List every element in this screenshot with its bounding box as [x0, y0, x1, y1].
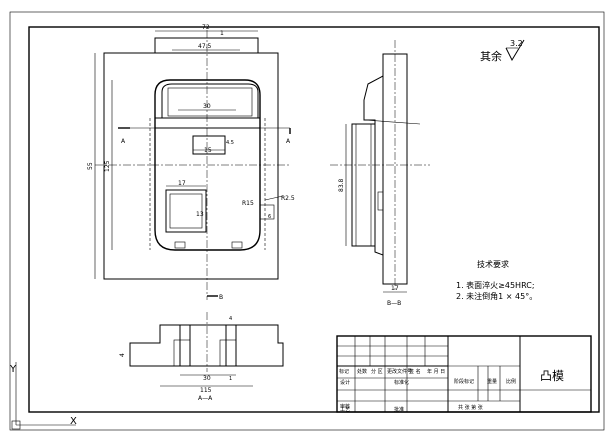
dim-slot-height: 4.5 — [226, 140, 234, 146]
punch-body — [154, 79, 261, 251]
svg-text:签 名: 签 名 — [409, 368, 421, 375]
dim-section-right: 4 — [229, 316, 232, 322]
svg-text:标准化: 标准化 — [394, 379, 409, 386]
dim-radius-small: R15 — [242, 200, 254, 207]
svg-text:R15: R15 — [242, 200, 254, 207]
surface-finish-note: 其余 — [480, 49, 502, 63]
tech-requirements: 技术要求 1. 表面淬火≥45HRC; 2. 未注倒角1 × 45°。 — [456, 259, 537, 301]
svg-text:115: 115 — [200, 387, 212, 394]
title-block: 标记 处数 分 区 更改文件号 签 名 年 月 日 设计 标准化 审核 工艺 批… — [336, 335, 592, 413]
dim-pocket-height: 13 — [196, 211, 204, 218]
svg-text:审核: 审核 — [340, 403, 350, 410]
tech-item-2: 2. 未注倒角1 × 45°。 — [456, 291, 537, 301]
dim-handle-width: 30 — [178, 103, 236, 111]
front-top-tab — [154, 37, 259, 54]
dim-slot-width: 15 — [193, 147, 225, 154]
svg-text:1: 1 — [220, 30, 224, 37]
dim-side-base: 17 — [383, 285, 407, 293]
ucs-icon: Y X — [9, 362, 77, 430]
svg-text:工艺: 工艺 — [340, 407, 350, 413]
front-slot — [192, 135, 226, 155]
svg-text:共 张 第 张: 共 张 第 张 — [458, 404, 483, 411]
dim-pocket-width: 17 — [166, 180, 206, 187]
svg-text:125: 125 — [104, 160, 111, 172]
roughness-symbol: 3.2 — [505, 39, 525, 62]
dim-inner-height: 125 — [104, 80, 113, 250]
svg-text:分 区: 分 区 — [371, 368, 383, 375]
dim-section-bottom-inner: 30 — [180, 374, 236, 382]
section-mark-right: A — [286, 138, 291, 145]
punch-handle-inner — [167, 87, 253, 117]
svg-text:47.5: 47.5 — [198, 43, 212, 50]
svg-text:30: 30 — [203, 375, 211, 382]
dim-section-bottom-overall: 115 — [160, 385, 253, 394]
dim-offset: 1 — [220, 30, 224, 37]
svg-text:3.2: 3.2 — [510, 39, 523, 48]
dim-section-left: 4 — [119, 353, 126, 357]
front-outer-block — [103, 52, 279, 280]
dim-small-h: 6 — [268, 214, 271, 220]
svg-text:比例: 比例 — [506, 378, 516, 385]
side-view: 83.8 17 B—B — [330, 40, 430, 307]
tech-heading: 技术要求 — [477, 259, 509, 269]
section-mark-left: A — [121, 138, 126, 145]
front-view: A A B 72 1 47.5 30 15 4.5 17 — [87, 24, 295, 301]
section-view-label: A—A — [198, 395, 213, 402]
svg-text:13: 13 — [196, 211, 204, 218]
drawing-frame — [28, 26, 600, 413]
svg-text:83.8: 83.8 — [338, 178, 345, 192]
section-view: 4 4 30 1 115 A—A — [119, 312, 284, 402]
svg-text:更改文件号: 更改文件号 — [387, 368, 412, 375]
drawing-title: 凸模 — [540, 369, 564, 383]
dim-inner-width: 47.5 — [172, 43, 240, 51]
svg-text:6: 6 — [268, 214, 271, 220]
svg-text:4: 4 — [119, 353, 126, 357]
svg-text:处数: 处数 — [357, 368, 367, 375]
dim-top-width: 72 — [155, 24, 258, 32]
svg-text:17: 17 — [391, 285, 399, 292]
svg-text:4: 4 — [229, 316, 232, 322]
tech-item-1: 1. 表面淬火≥45HRC; — [456, 280, 535, 290]
svg-text:标记: 标记 — [339, 368, 349, 375]
front-pocket — [165, 189, 207, 233]
svg-text:4.5: 4.5 — [226, 140, 234, 146]
dim-radius-large: R2.5 — [264, 195, 295, 202]
side-profile — [363, 75, 384, 256]
svg-text:设计: 设计 — [340, 379, 350, 386]
svg-text:72: 72 — [202, 24, 210, 31]
svg-text:1: 1 — [229, 376, 232, 382]
svg-text:55: 55 — [87, 162, 94, 170]
svg-text:X: X — [70, 416, 77, 427]
cut-mark-b: B — [219, 294, 223, 301]
svg-text:17: 17 — [178, 180, 186, 187]
svg-text:年 月 日: 年 月 日 — [427, 368, 445, 375]
svg-text:批准: 批准 — [394, 406, 404, 413]
sheet-outer-border — [9, 11, 605, 431]
dim-side-height: 83.8 — [338, 124, 347, 246]
section-outline — [129, 324, 284, 367]
svg-text:阶段标记: 阶段标记 — [454, 378, 474, 385]
svg-text:30: 30 — [203, 103, 211, 110]
svg-text:Y: Y — [9, 364, 17, 375]
svg-text:重量: 重量 — [487, 378, 497, 385]
side-view-label: B—B — [387, 300, 401, 307]
svg-text:R2.5: R2.5 — [281, 195, 295, 202]
punch-handle — [161, 83, 259, 119]
dim-overall-height: 55 — [87, 53, 96, 279]
dim-section-bottom-small: 1 — [229, 376, 232, 382]
svg-text:15: 15 — [204, 147, 212, 154]
